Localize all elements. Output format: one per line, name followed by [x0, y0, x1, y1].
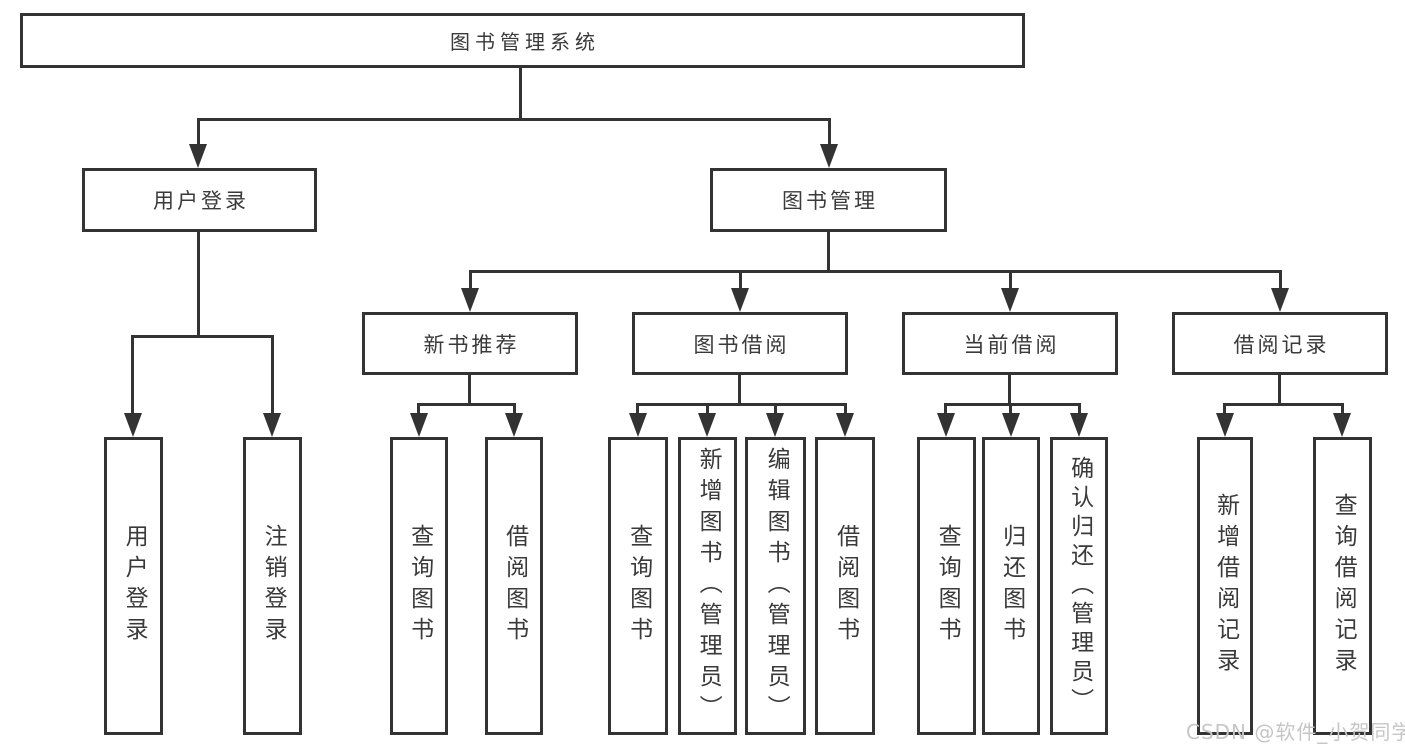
arrow-down-icon: [410, 413, 428, 437]
arrow-down-icon: [1070, 413, 1088, 437]
arrow-down-icon: [1271, 288, 1289, 312]
node-label: 图书管理系统: [450, 30, 600, 54]
node-query-borrow-record: 查询借阅记录: [1313, 437, 1372, 735]
connector-line: [844, 403, 847, 419]
connector-line: [944, 403, 1081, 406]
connector-line: [469, 270, 1282, 273]
node-add-borrow-record: 新增借阅记录: [1197, 437, 1253, 735]
arrow-down-icon: [698, 413, 716, 437]
connector-line: [738, 375, 741, 406]
connector-line: [1008, 375, 1011, 406]
node-label: 图书借阅: [693, 332, 790, 357]
node-label: 查询图书: [625, 524, 652, 648]
connector-line: [519, 67, 522, 120]
connector-line: [132, 335, 274, 338]
node-user-login-branch: 用户登录: [82, 168, 317, 232]
connector-line: [197, 232, 200, 335]
node-label: 注销登录: [260, 524, 287, 648]
connector-line: [513, 403, 516, 419]
node-borrow-book: 借阅图书: [485, 437, 543, 735]
node-label: 借阅图书: [832, 524, 859, 648]
connector-line: [417, 403, 516, 406]
node-query-book-2: 查询图书: [608, 437, 668, 735]
node-label: 用户登录: [153, 189, 249, 213]
node-library-management-system: 图书管理系统: [20, 13, 1025, 68]
connector-line: [1223, 403, 1344, 406]
node-label: 编辑图书（管理员）: [763, 446, 790, 726]
node-book-management-branch: 图书管理: [710, 168, 947, 232]
node-return-book: 归还图书: [982, 437, 1040, 735]
node-logout: 注销登录: [243, 437, 302, 735]
arrow-down-icon: [1216, 413, 1234, 437]
node-label: 查询图书: [934, 524, 961, 648]
node-borrowing-records: 借阅记录: [1172, 312, 1388, 375]
arrow-down-icon: [629, 413, 647, 437]
connector-line: [944, 403, 947, 419]
node-label: 借阅记录: [1233, 332, 1330, 357]
node-label: 归还图书: [998, 524, 1025, 648]
connector-line: [636, 403, 847, 406]
arrow-down-icon: [263, 413, 281, 437]
node-label: 新增图书（管理员）: [695, 446, 722, 726]
arrow-down-icon: [189, 144, 207, 168]
node-label: 查询借阅记录: [1330, 493, 1357, 679]
arrow-down-icon: [820, 144, 838, 168]
node-confirm-return-admin: 确认归还（管理员）: [1050, 437, 1108, 735]
arrow-down-icon: [937, 413, 955, 437]
node-current-borrowing: 当前借阅: [902, 312, 1118, 375]
connector-line: [1009, 270, 1012, 292]
connector-line: [1078, 403, 1081, 419]
node-user-login: 用户登录: [104, 437, 163, 735]
connector-line: [828, 118, 831, 150]
csdn-watermark: CSDN @软件_小贺同学: [1186, 720, 1405, 744]
connector-line: [197, 118, 831, 121]
node-book-borrowing: 图书借阅: [632, 312, 848, 375]
arrow-down-icon: [836, 413, 854, 437]
connector-line: [468, 375, 471, 406]
connector-line: [1279, 270, 1282, 292]
connector-line: [271, 335, 274, 417]
node-label: 用户登录: [121, 524, 148, 648]
connector-line: [1341, 403, 1344, 419]
connector-line: [706, 403, 709, 419]
node-label: 当前借阅: [963, 332, 1060, 357]
connector-line: [131, 335, 134, 417]
node-query-book-3: 查询图书: [917, 437, 976, 735]
arrow-down-icon: [505, 413, 523, 437]
arrow-down-icon: [1001, 288, 1019, 312]
arrow-down-icon: [1333, 413, 1351, 437]
connector-line: [417, 403, 420, 419]
connector-line: [636, 403, 639, 419]
node-new-book-recommend: 新书推荐: [362, 312, 578, 375]
arrow-down-icon: [766, 413, 784, 437]
arrow-down-icon: [1002, 413, 1020, 437]
node-label: 确认归还（管理员）: [1066, 455, 1093, 717]
arrow-down-icon: [124, 413, 142, 437]
node-query-book: 查询图书: [390, 437, 448, 735]
connector-line: [197, 118, 200, 150]
node-label: 查询图书: [406, 524, 433, 648]
node-label: 借阅图书: [501, 524, 528, 648]
arrow-down-icon: [731, 288, 749, 312]
node-label: 图书管理: [782, 189, 878, 213]
connector-line: [1278, 375, 1281, 406]
node-borrow-book-2: 借阅图书: [815, 437, 875, 735]
connector-line: [1009, 403, 1012, 419]
connector-line: [739, 270, 742, 292]
arrow-down-icon: [461, 288, 479, 312]
connector-line: [1223, 403, 1226, 419]
node-label: 新书推荐: [423, 332, 520, 357]
connector-line: [774, 403, 777, 419]
connector-line: [469, 270, 472, 292]
node-edit-book-admin: 编辑图书（管理员）: [745, 437, 806, 735]
node-add-book-admin: 新增图书（管理员）: [678, 437, 737, 735]
connector-line: [827, 232, 830, 273]
node-label: 新增借阅记录: [1212, 493, 1239, 679]
